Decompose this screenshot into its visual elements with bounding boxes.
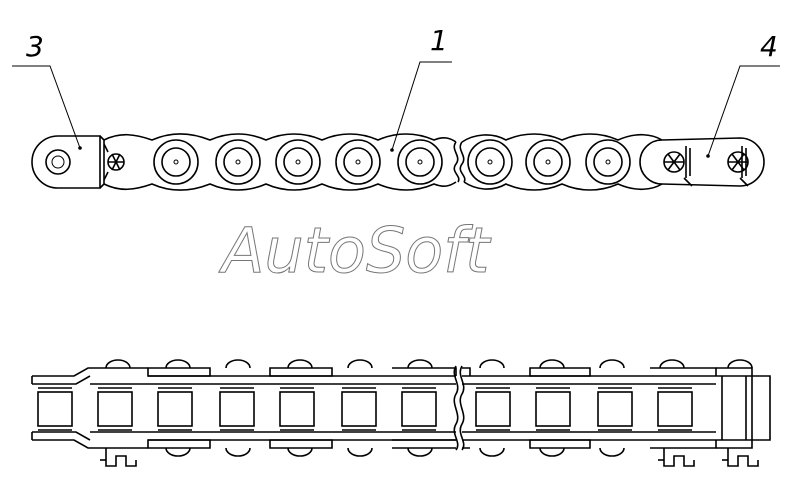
callout-label-3: 3 xyxy=(26,30,44,63)
callout-leader-3 xyxy=(12,65,82,150)
callout-label-4: 4 xyxy=(760,30,778,63)
rollers-plan xyxy=(37,387,693,431)
break-symbol-top xyxy=(453,141,466,183)
roller xyxy=(397,139,443,185)
chain-side-view: 3 1 4 xyxy=(12,24,780,191)
spring-clip-left xyxy=(103,143,125,181)
plate-strips xyxy=(31,367,771,449)
roller xyxy=(585,139,631,185)
roller xyxy=(275,139,321,185)
pin-heads-top xyxy=(105,359,753,369)
roller xyxy=(525,139,571,185)
clip-tabs xyxy=(100,448,759,467)
roller xyxy=(215,139,261,185)
roller xyxy=(153,139,199,185)
break-symbol-bottom xyxy=(453,365,465,451)
callout-label-1: 1 xyxy=(430,24,448,57)
chain-links-continued xyxy=(461,133,663,191)
chain-plan-view xyxy=(31,359,771,467)
connecting-link-3 xyxy=(31,135,105,189)
roller xyxy=(335,139,381,185)
chain-links-1 xyxy=(103,133,457,191)
watermark: AutoSoft xyxy=(218,214,492,287)
pin-heads-bottom xyxy=(165,447,625,457)
callout-leader-1 xyxy=(390,61,452,152)
callout-leader-4 xyxy=(706,65,780,158)
roller xyxy=(467,139,513,185)
connecting-link-4 xyxy=(639,137,765,187)
